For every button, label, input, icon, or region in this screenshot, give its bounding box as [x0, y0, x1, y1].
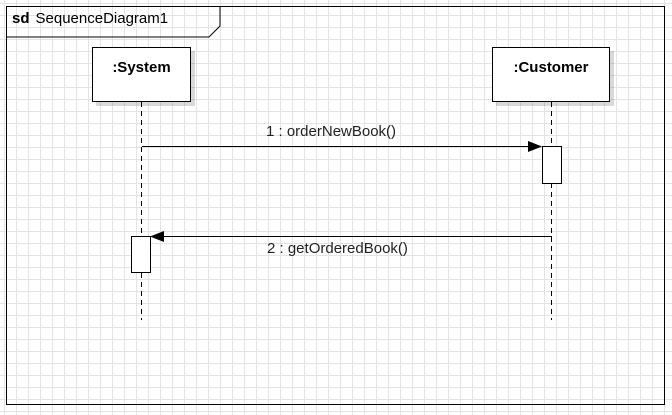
message-1-arrowhead	[528, 141, 542, 152]
message-1-label[interactable]: 1 : orderNewBook()	[266, 123, 397, 140]
frame-name: SequenceDiagram1	[35, 10, 169, 27]
message-2-arrowhead	[150, 231, 164, 242]
activation-customer	[542, 146, 562, 184]
message-2-label[interactable]: 2 : getOrderedBook()	[267, 240, 408, 257]
frame-keyword: sd	[12, 10, 30, 27]
frame-title: sd SequenceDiagram1	[12, 9, 168, 29]
lifeline-system-head[interactable]: :System	[92, 47, 191, 102]
frame-name-tab	[6, 6, 221, 38]
sequence-diagram-frame	[6, 6, 665, 405]
lifeline-customer-head[interactable]: :Customer	[492, 47, 610, 102]
lifeline-customer-name: :Customer	[513, 59, 589, 76]
activation-system	[131, 236, 151, 273]
lifeline-system-name: :System	[112, 59, 171, 76]
